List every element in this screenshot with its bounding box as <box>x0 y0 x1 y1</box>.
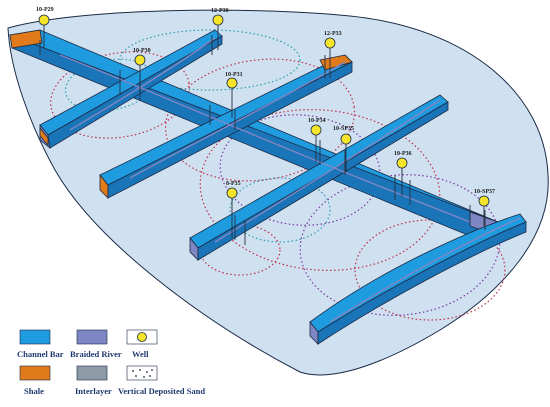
svg-text:10-P30: 10-P30 <box>133 48 151 54</box>
svg-text:10-P34: 10-P34 <box>308 118 326 124</box>
svg-text:Well: Well <box>132 349 149 359</box>
well-12-P30: 12-P30 <box>211 8 229 50</box>
well-10-P36: 10-P36 <box>394 151 412 196</box>
well-icon <box>340 133 352 145</box>
svg-text:Shale: Shale <box>24 386 44 396</box>
legend-swatch-channel-bar <box>19 329 51 345</box>
well-10-P29: 10-P29 <box>36 7 54 48</box>
well-10-P30: 10-P30 <box>133 48 151 92</box>
wells: 10-P29 12-P30 10-P30 10-P31 12-P33 10-P3… <box>36 7 495 238</box>
well-10-SP35: 10-SP35 <box>333 126 354 172</box>
well-10-SP37: 10-SP37 <box>474 189 495 226</box>
well-icon <box>38 14 50 26</box>
well-10-P34: 10-P34 <box>308 118 326 162</box>
well-icon <box>324 37 336 49</box>
well-icon <box>478 195 490 207</box>
well-icon <box>226 187 238 199</box>
svg-text:Channel Bar: Channel Bar <box>17 349 64 359</box>
well-icon <box>134 54 146 66</box>
well-8-P35: 8-P35 <box>226 181 241 238</box>
well-icon <box>137 332 147 342</box>
cross-channels <box>39 29 527 345</box>
svg-text:8-P35: 8-P35 <box>226 181 241 187</box>
svg-text:10-SP37: 10-SP37 <box>474 189 495 195</box>
well-icon <box>212 14 224 26</box>
sand-dots <box>132 369 153 378</box>
well-icon <box>310 124 322 136</box>
svg-text:Vertical Deposited Sand: Vertical Deposited Sand <box>118 386 205 396</box>
legend-swatch-vertical-sand <box>126 365 158 381</box>
legend-swatch-braided-river <box>76 329 108 345</box>
svg-text:10-P31: 10-P31 <box>225 72 243 78</box>
braided-stripes <box>59 37 521 323</box>
svg-text:12-P33: 12-P33 <box>324 31 342 37</box>
interlayer-lines <box>39 35 486 245</box>
well-icon <box>396 157 408 169</box>
svg-text:10-SP35: 10-SP35 <box>333 126 354 132</box>
legend-swatch-interlayer <box>76 365 108 381</box>
svg-text:12-P30: 12-P30 <box>211 8 229 14</box>
well-12-P33: 12-P33 <box>324 31 342 78</box>
well-10-P31: 10-P31 <box>225 72 243 118</box>
svg-text:Braided River: Braided River <box>70 349 122 359</box>
svg-text:10-P29: 10-P29 <box>36 7 54 13</box>
svg-text:Interlayer: Interlayer <box>75 386 112 396</box>
well-icon <box>226 77 238 89</box>
legend-swatch-shale <box>19 365 51 381</box>
legend: Channel Bar Braided River Well Shale Int… <box>17 329 205 396</box>
svg-text:10-P36: 10-P36 <box>394 151 412 157</box>
